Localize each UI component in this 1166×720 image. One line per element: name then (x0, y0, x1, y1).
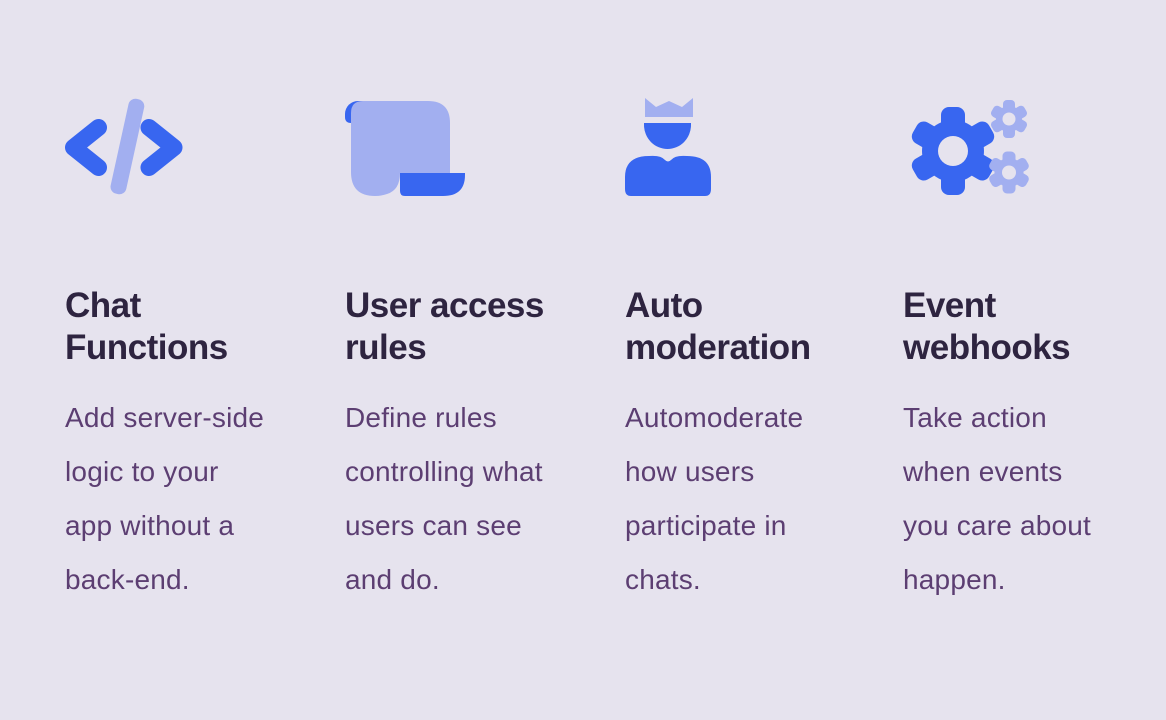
small-gear-top (991, 100, 1027, 138)
large-gear (911, 107, 995, 195)
feature-description: Automoderate how users participate in ch… (625, 402, 804, 595)
gears-icon (903, 95, 1166, 196)
feature-title: Event webhooks (903, 286, 1071, 367)
feature-description: Add server-side logic to your app withou… (65, 402, 265, 595)
feature-title: Auto moderation (625, 286, 811, 367)
feature-card-auto-moderation: Auto moderation Automoderate how users p… (625, 0, 897, 607)
small-gear-bottom (989, 151, 1029, 194)
code-icon (65, 95, 337, 196)
feature-description: Take action when events you care about h… (903, 402, 1092, 595)
feature-card-user-access-rules: User access rules Define rules controlli… (345, 0, 617, 607)
scroll-icon (345, 95, 617, 196)
crowned-user-icon (625, 95, 897, 196)
feature-title: User access rules (345, 286, 544, 367)
feature-title: Chat Functions (65, 286, 228, 367)
feature-card-event-webhooks: Event webhooks Take action when events y… (903, 0, 1166, 607)
feature-card-chat-functions: Chat Functions Add server-side logic to … (65, 0, 337, 607)
feature-description: Define rules controlling what users can … (345, 402, 543, 595)
